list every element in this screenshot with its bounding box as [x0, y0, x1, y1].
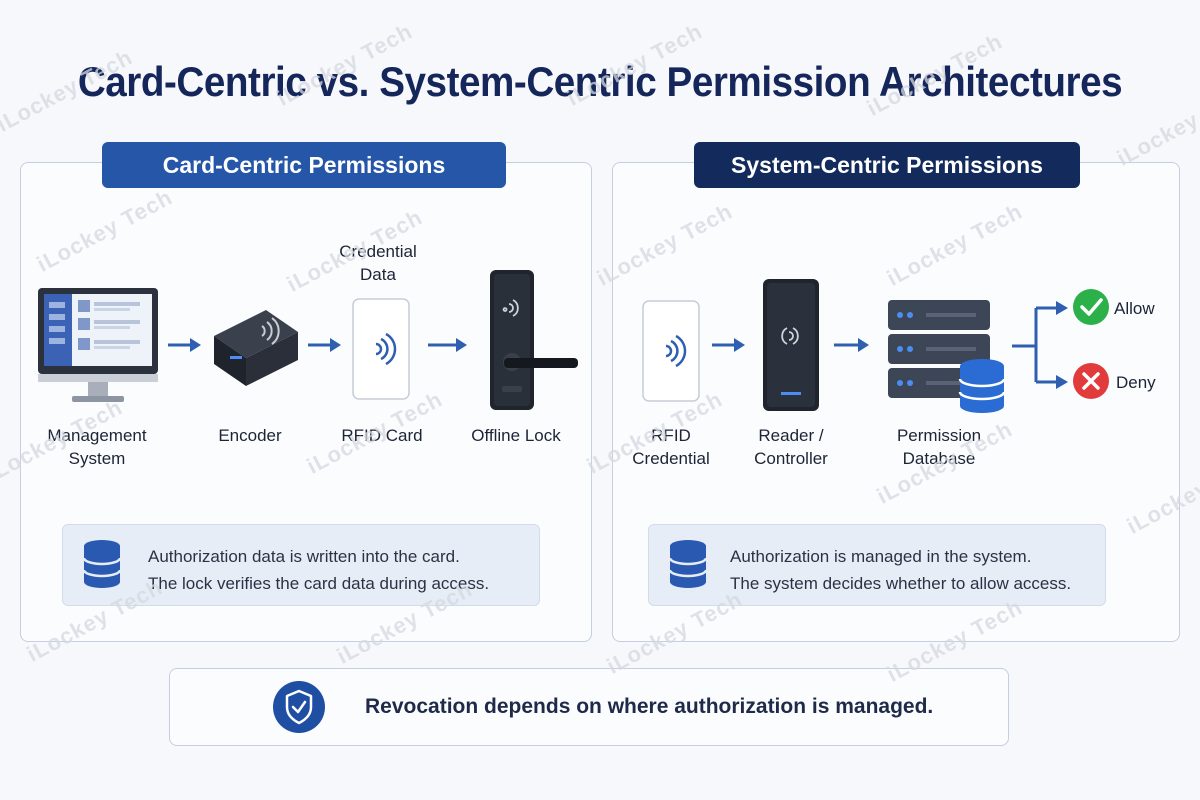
revocation-text: Revocation depends on where authorizatio… [365, 695, 934, 718]
card-centric-info-box [62, 524, 540, 606]
check-icon [1073, 289, 1109, 325]
info-line: Authorization data is written into the c… [148, 547, 460, 566]
shield-check-icon [273, 681, 325, 733]
offline-lock-label: Offline Lock [471, 426, 561, 445]
credential-data-label: Credential Data [339, 242, 417, 284]
info-line: The system decides whether to allow acce… [730, 574, 1072, 593]
branch-arrows [1012, 301, 1068, 389]
deny-label: Deny [1116, 373, 1156, 392]
arrow-right-icon [168, 338, 201, 352]
page-title: Card-Centric vs. System-Centric Permissi… [77, 58, 1123, 105]
rfid-card-label: RFID Card [341, 426, 423, 445]
system-centric-info-box [648, 524, 1106, 606]
info-line: The lock verifies the card data during a… [148, 574, 490, 593]
arrow-right-icon [712, 338, 745, 352]
management-system-label: Management System [47, 426, 147, 468]
card-centric-info-text: Authorization data is written into the c… [148, 543, 489, 597]
encoder-icon [214, 310, 298, 386]
door-lock-icon [490, 270, 578, 410]
allow-label: Allow [1114, 299, 1155, 318]
monitor-icon [38, 288, 158, 402]
card-reader-icon [763, 279, 819, 411]
system-centric-header: System-Centric Permissions [694, 142, 1080, 188]
permission-database-label: Permission Database [896, 426, 982, 468]
system-centric-info-text: Authorization is managed in the system. … [730, 543, 1071, 597]
rfid-card-icon [642, 300, 700, 402]
encoder-label: Encoder [218, 426, 282, 445]
database-icon [82, 540, 122, 588]
arrow-right-icon [428, 338, 467, 352]
arrow-right-icon [308, 338, 341, 352]
rfid-credential-label: RFID Credential [632, 426, 710, 468]
card-centric-header: Card-Centric Permissions [102, 142, 506, 188]
cross-icon [1073, 363, 1109, 399]
info-line: Authorization is managed in the system. [730, 547, 1032, 566]
arrow-right-icon [834, 338, 869, 352]
server-database-icon [888, 300, 1006, 413]
reader-controller-label: Reader / Controller [754, 426, 828, 468]
database-icon [668, 540, 708, 588]
rfid-card-icon [352, 298, 410, 400]
